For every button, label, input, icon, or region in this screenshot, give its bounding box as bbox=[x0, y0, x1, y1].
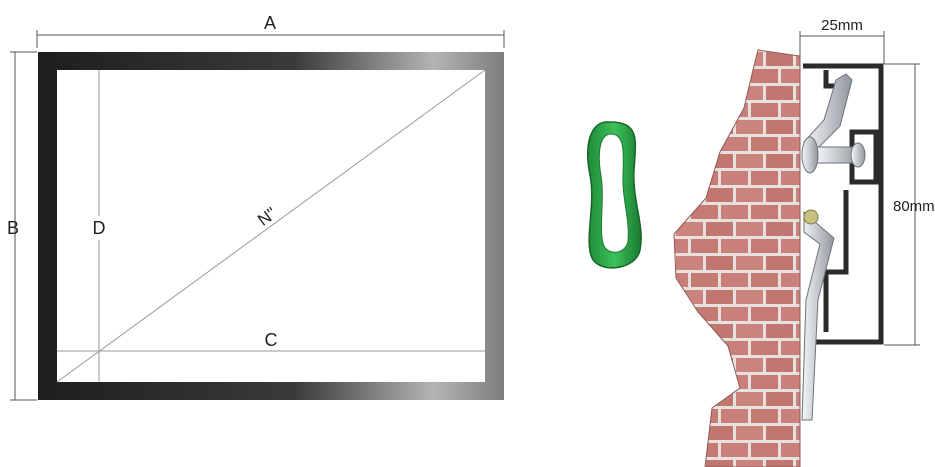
wall-profile-diagram: 25mm 80mm bbox=[673, 17, 935, 467]
label-a: A bbox=[264, 13, 276, 33]
brick-wall bbox=[673, 49, 801, 467]
dimension-80mm: 80mm bbox=[884, 63, 935, 346]
frame-diagram: A B D C N" bbox=[7, 13, 505, 401]
label-25mm: 25mm bbox=[821, 17, 863, 34]
dimension-d: D bbox=[88, 70, 110, 382]
dimension-25mm: 25mm bbox=[799, 17, 885, 64]
spring-clip bbox=[801, 73, 853, 421]
rubber-band-icon bbox=[587, 121, 642, 269]
fixing-bolt-icon bbox=[801, 136, 866, 174]
label-c: C bbox=[265, 330, 278, 350]
label-b: B bbox=[7, 218, 19, 238]
dimension-b: B bbox=[7, 51, 37, 401]
label-80mm: 80mm bbox=[893, 198, 935, 215]
label-d: D bbox=[93, 218, 106, 238]
dimension-a: A bbox=[36, 13, 505, 48]
pivot-pin-icon bbox=[803, 209, 819, 225]
dimension-c: C bbox=[57, 330, 485, 352]
